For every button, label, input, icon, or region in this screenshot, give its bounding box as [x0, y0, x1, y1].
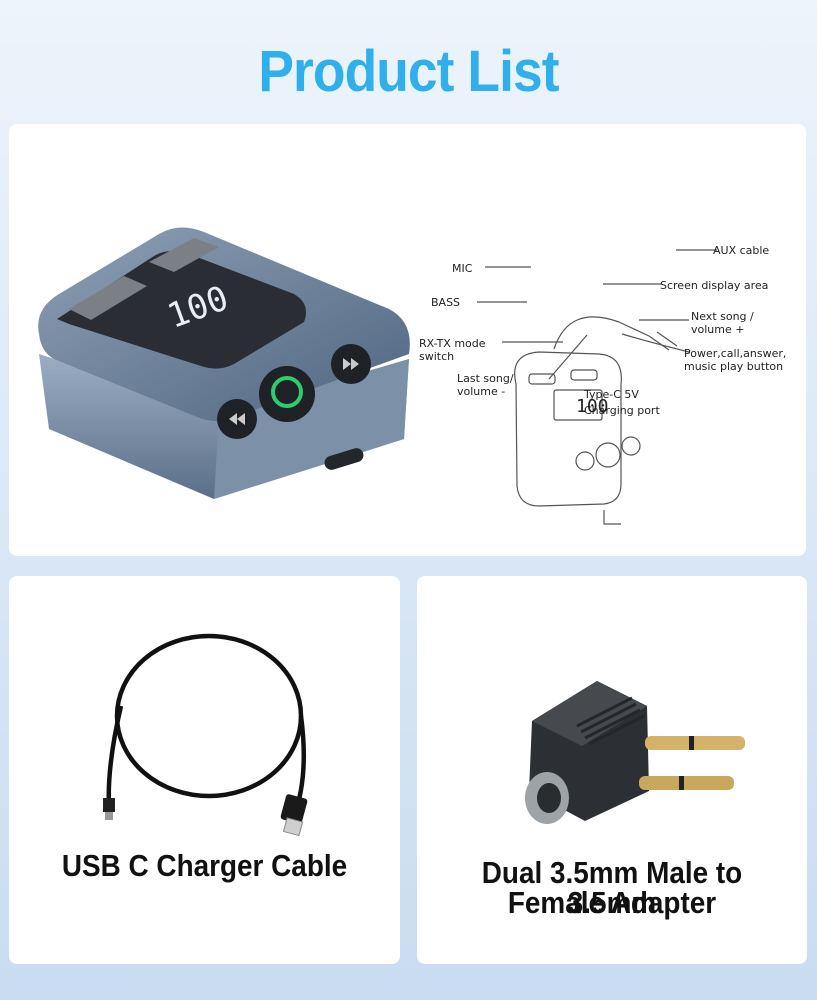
label-next-song-2: volume +: [691, 323, 745, 336]
label-bass: BASS: [431, 296, 461, 309]
label-rx-tx-1: RX-TX mode: [419, 337, 486, 350]
label-aux-cable: AUX cable: [713, 244, 770, 257]
adapter-caption-line1: Dual 3.5mm Male to 3.5mm: [481, 855, 743, 920]
usb-c-cable-image: [103, 633, 308, 837]
label-last-song-2: volume -: [457, 385, 506, 398]
label-typec-1: Type-C 5V: [584, 388, 639, 401]
product-card-adapter: Dual 3.5mm Male to 3.5mm Female Adapter: [417, 576, 807, 964]
label-typec-2: Charging port: [584, 404, 660, 417]
cable-caption: USB C Charger Cable: [61, 848, 348, 883]
product-card-transmitter: 100 1: [9, 124, 806, 556]
page-title: Product List: [258, 39, 559, 104]
transmitter-device-image: 100: [38, 227, 410, 499]
function-diagram: 100: [477, 249, 717, 525]
diagram-display-digits: 100: [576, 396, 609, 417]
label-screen-display: Screen display area: [660, 279, 769, 292]
airplane-adapter-image: [525, 681, 745, 824]
label-rx-tx-2: switch: [419, 350, 455, 363]
label-last-song-1: Last song/: [457, 372, 514, 385]
product-card-cable: USB C Charger Cable: [9, 576, 400, 964]
label-power-2: music play button: [684, 360, 784, 373]
label-next-song-1: Next song /: [691, 310, 754, 323]
label-mic: MIC: [452, 262, 473, 275]
adapter-caption-line2: Female Adapter: [507, 885, 717, 920]
label-power-1: Power,call,answer,: [684, 347, 787, 360]
